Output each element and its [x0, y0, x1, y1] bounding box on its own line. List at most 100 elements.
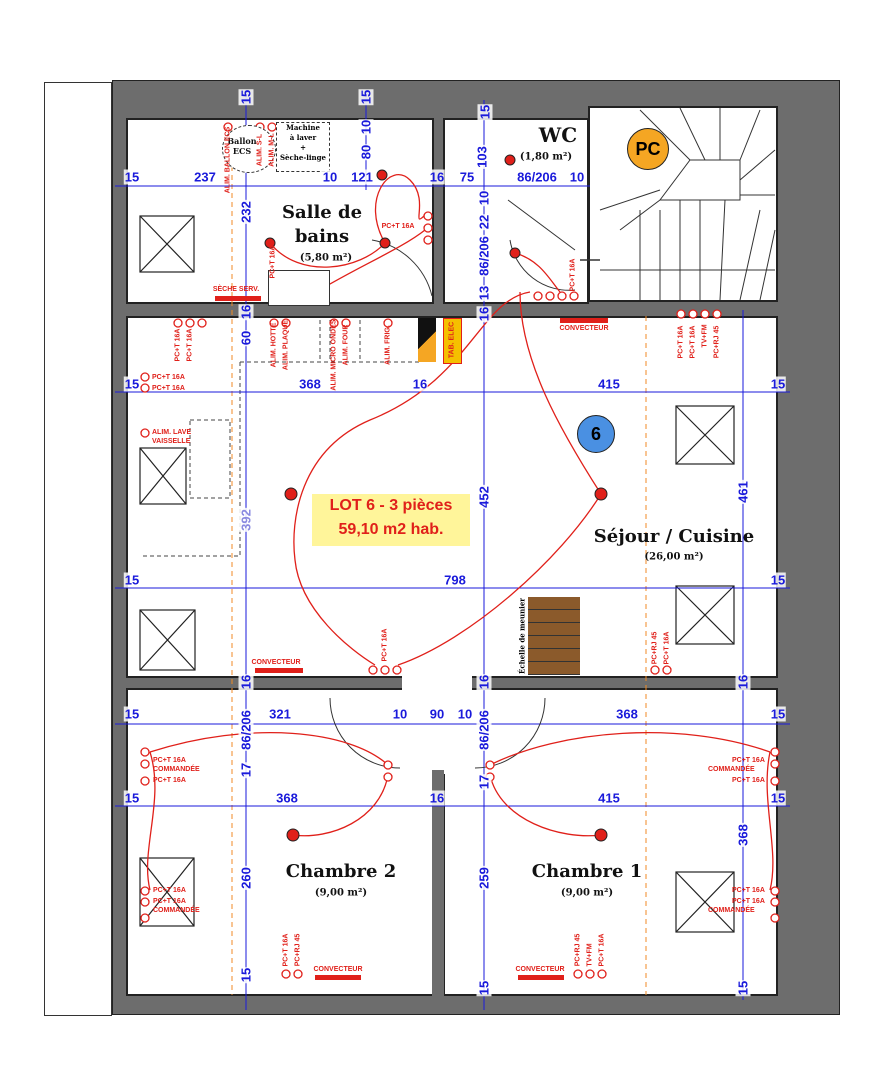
elec-label: PC+T 16A [689, 325, 697, 359]
dim: 798 [443, 572, 467, 588]
dim: 121 [350, 169, 374, 185]
dim: 15 [123, 706, 141, 722]
elec-label: ALIM. BALLON ECS [224, 126, 232, 194]
dim: 16 [238, 303, 254, 321]
dim: 15 [358, 88, 374, 106]
dim: 10 [476, 189, 492, 207]
elec-label: CONVECTEUR [559, 325, 609, 332]
elec-label: PC+T 16A [732, 887, 765, 894]
dim: 15 [769, 706, 787, 722]
elec-label: ALIM. LAVE [152, 429, 192, 436]
tab-elec [443, 318, 462, 364]
echelle-de-meunier [528, 597, 580, 675]
elec-label: PC+T 16A [269, 245, 277, 279]
elec-label: PC+RJ 45 [713, 325, 721, 359]
sejour-name: Séjour / Cuisine [593, 526, 755, 547]
staircase [580, 107, 776, 301]
dim: 15 [123, 790, 141, 806]
echelle-label: Échelle de meunier [517, 598, 527, 674]
elec-label: ALIM. FRIG. [384, 325, 392, 365]
dim: 392 [238, 508, 254, 532]
convecteur [255, 668, 303, 673]
pc-badge: PC [627, 128, 669, 170]
elec-label: ALIM. PLAQUE [282, 319, 290, 371]
dim: 415 [597, 376, 621, 392]
dim: 17 [476, 773, 492, 791]
wc-name: WC [538, 123, 578, 147]
elec-label: ALIM. FOUR [342, 324, 350, 366]
lot-number-badge: 6 [577, 415, 615, 453]
elec-label: COMMANDÉE [153, 907, 200, 914]
dim: 10 [321, 169, 339, 185]
elec-label: VAISSELLE [152, 438, 191, 445]
dim: 86/206 [476, 235, 492, 277]
elec-label: SÈCHE SERV. [212, 286, 260, 293]
skylights [139, 215, 735, 933]
dim: 86/206 [516, 169, 558, 185]
duct [418, 318, 436, 362]
dim: 10 [391, 706, 409, 722]
ballon-ecs-label: Ballon ECS [227, 136, 257, 156]
chambre1-area: (9,00 m²) [560, 887, 614, 899]
dim: 103 [474, 145, 490, 169]
kitchen-counters [140, 320, 420, 557]
machine-label-1: Machine [286, 123, 320, 132]
dim: 15 [477, 103, 493, 121]
dim: 16 [476, 673, 492, 691]
dim: 15 [123, 169, 141, 185]
dim: 259 [476, 866, 492, 890]
dim: 13 [476, 284, 492, 302]
elec-label: COMMANDÉE [708, 766, 755, 773]
dim: 75 [458, 169, 476, 185]
elec-label: PC+T 16A [153, 887, 186, 894]
elec-label: PC+T 16A [152, 374, 185, 381]
dim: 237 [193, 169, 217, 185]
elec-label: PC+RJ 45 [294, 933, 302, 967]
elec-label: TV+FM [586, 943, 594, 967]
ballon-ecs [222, 125, 276, 173]
machine-a-laver: Machine à laver + Sèche-linge [276, 122, 330, 172]
dimension-lines [115, 90, 790, 1010]
sdb-name-2: bains [294, 226, 350, 247]
dim: 15 [476, 979, 492, 997]
dim: 86/206 [476, 709, 492, 751]
sejour-area: (26,00 m²) [644, 551, 704, 563]
elec-label: PC+T 16A [153, 777, 186, 784]
dim: 16 [428, 790, 446, 806]
elec-label: ALIM. MICRO ONDES [330, 319, 338, 391]
dim: 80 [358, 143, 374, 161]
partition-wall [432, 770, 444, 996]
lot-area: 59,10 m2 hab. [338, 521, 444, 538]
elec-label: PC+T 16A [381, 223, 415, 230]
dim: 60 [238, 329, 254, 347]
machine-label-3: + [300, 143, 306, 152]
chambre1-name: Chambre 1 [531, 861, 643, 882]
dim: 368 [275, 790, 299, 806]
elec-label: COMMANDÉE [708, 907, 755, 914]
machine-label-4: Sèche-linge [280, 153, 326, 162]
dim: 16 [428, 169, 446, 185]
dim: 15 [238, 966, 254, 984]
elec-label: PC+T 16A [381, 628, 389, 662]
dim: 15 [769, 790, 787, 806]
elec-label: PC+T 16A [732, 757, 765, 764]
dim: 15 [769, 376, 787, 392]
elec-label: ALIM. HOTTE [270, 322, 278, 368]
dim: 10 [568, 169, 586, 185]
dim: 15 [735, 979, 751, 997]
elec-label: TV+FM [701, 324, 709, 348]
dim: 10 [456, 706, 474, 722]
elec-label: PC+T 16A [598, 933, 606, 967]
dim: 15 [123, 376, 141, 392]
chambre2-name: Chambre 2 [285, 861, 397, 882]
elec-label: PC+T 16A [732, 898, 765, 905]
elec-label: PC+T 16A [152, 385, 185, 392]
elec-label: PC+T 16A [174, 328, 182, 362]
washbasin [268, 270, 330, 306]
elec-label: ALIM. M-L [268, 133, 276, 167]
dim: 16 [411, 376, 429, 392]
elec-label: PC+T 16A [153, 898, 186, 905]
dim: 22 [476, 213, 492, 231]
elec-label: PC+T 16A [663, 631, 671, 665]
